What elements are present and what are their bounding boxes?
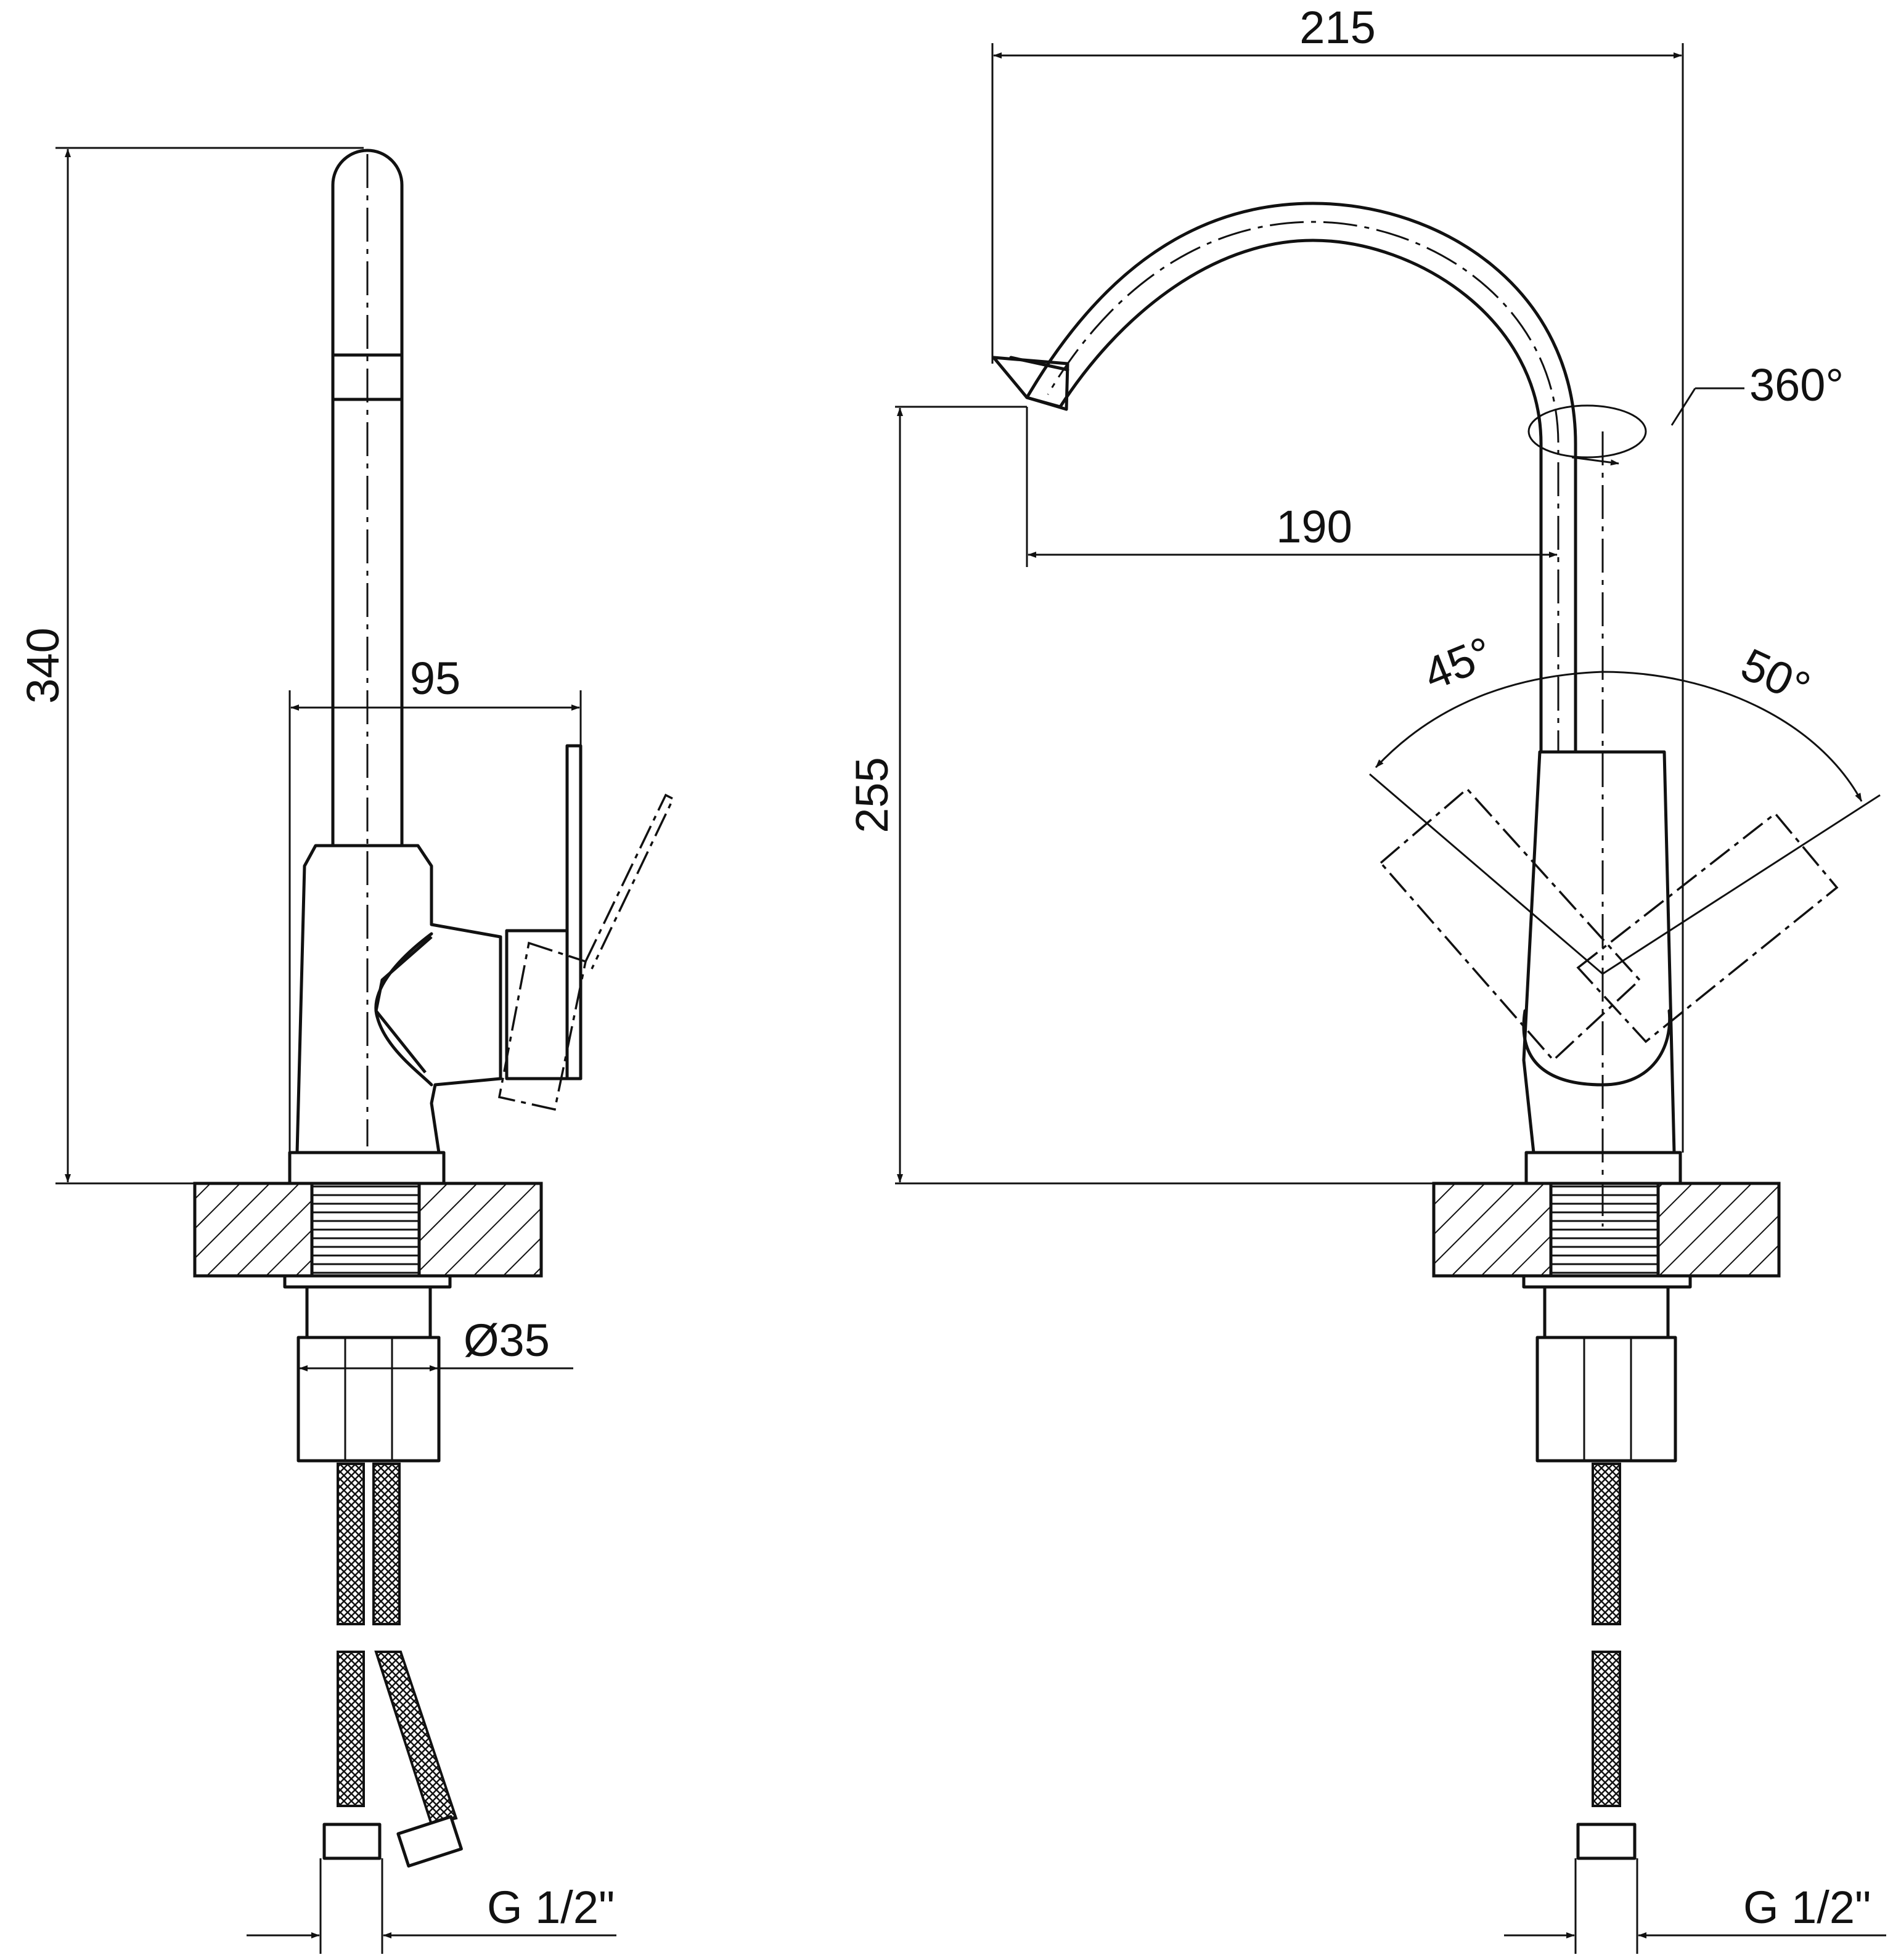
dim-lever-right-angle: 50° bbox=[1734, 639, 1818, 714]
mounting-nut-left bbox=[296, 1336, 441, 1463]
front-view bbox=[992, 202, 1881, 1860]
supply-hose-right bbox=[1576, 1463, 1637, 1860]
countertop-section-left bbox=[193, 1182, 543, 1278]
faucet-body-side bbox=[295, 844, 502, 1154]
dim-body-depth: 95 bbox=[410, 653, 460, 704]
countertop-section-right bbox=[1432, 1182, 1781, 1278]
faucet-body-front bbox=[1522, 750, 1676, 1154]
dim-rotation: 360° bbox=[1749, 359, 1844, 410]
side-view bbox=[193, 149, 675, 1868]
dim-spout-height: 255 bbox=[846, 757, 897, 833]
dim-connection-right: G 1/2" bbox=[1743, 1882, 1871, 1933]
dim-spout-reach-outer: 215 bbox=[1299, 2, 1375, 53]
dim-lever-left-angle: 45° bbox=[1417, 627, 1500, 700]
dimension-lines bbox=[55, 43, 1886, 1954]
dim-connection-left: G 1/2" bbox=[487, 1882, 615, 1933]
mounting-nut-right bbox=[1535, 1336, 1677, 1463]
dim-spout-reach-center: 190 bbox=[1276, 501, 1352, 552]
dim-total-height: 340 bbox=[17, 627, 68, 703]
dim-base-diameter: Ø35 bbox=[464, 1315, 550, 1366]
supply-hoses-left bbox=[322, 1463, 463, 1868]
